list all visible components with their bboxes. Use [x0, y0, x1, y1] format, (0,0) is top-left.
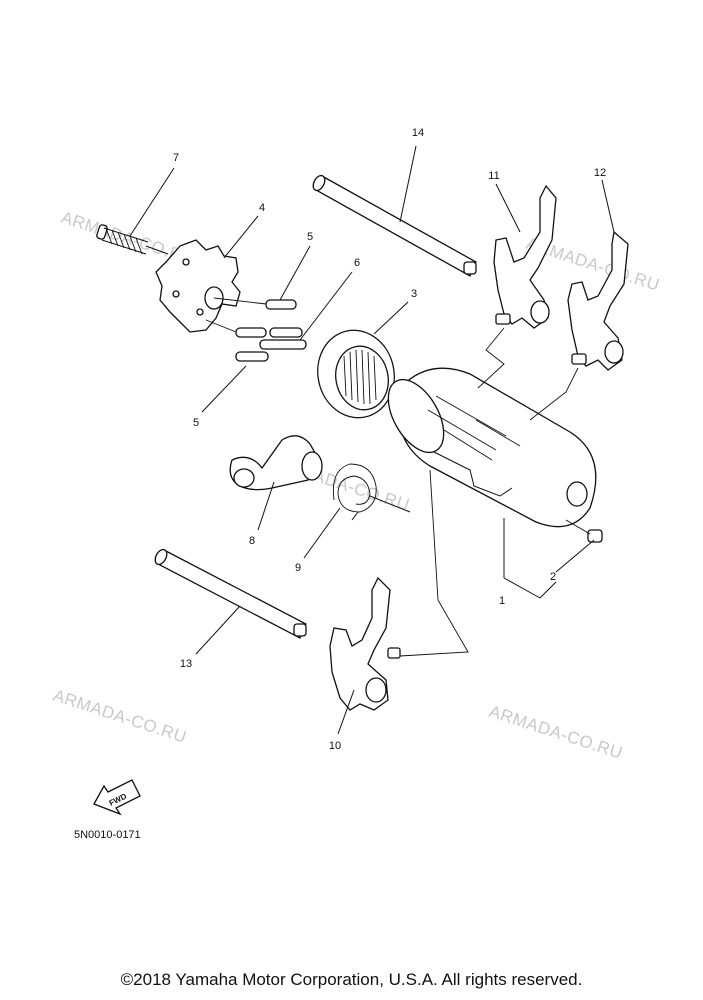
part-2-pin — [565, 519, 603, 543]
callout-4: 4 — [259, 202, 265, 214]
callout-5-upper: 5 — [307, 231, 313, 243]
callout-11: 11 — [488, 170, 499, 182]
part-12-shift-fork — [567, 230, 629, 371]
callout-3: 3 — [411, 288, 417, 300]
part-8-shift-lever — [229, 435, 323, 491]
callout-labels: 1 2 3 4 5 5 6 7 8 9 10 11 12 13 14 — [173, 127, 606, 752]
part-13-shift-fork-shaft — [154, 548, 307, 639]
callout-8: 8 — [249, 535, 255, 547]
leader-lines — [129, 145, 615, 735]
part-11-shift-fork — [493, 184, 557, 329]
callout-7: 7 — [173, 152, 179, 164]
callout-2: 2 — [550, 571, 556, 583]
part-6-pin — [259, 339, 307, 350]
callout-10: 10 — [329, 740, 341, 752]
callout-1: 1 — [499, 595, 505, 607]
copyright-notice: ©2018 Yamaha Motor Corporation, U.S.A. A… — [120, 970, 583, 989]
callout-13: 13 — [180, 658, 192, 670]
part-7-stopper-bolt — [96, 224, 169, 255]
part-5-pins-lower — [205, 319, 269, 362]
part-14-shift-fork-shaft — [312, 174, 477, 277]
callout-12: 12 — [594, 167, 606, 179]
part-10-shift-fork — [329, 576, 401, 711]
part-9-spring — [332, 463, 411, 521]
watermark-4: ARMADA-CO.RU — [51, 686, 189, 747]
part-4-segment — [155, 239, 241, 333]
part-3-bearing — [317, 329, 395, 419]
callout-5-lower: 5 — [193, 417, 199, 429]
guide-lines — [399, 327, 579, 657]
part-1-shift-drum — [387, 367, 597, 528]
fwd-arrow-icon: FWD — [93, 779, 141, 816]
callout-6: 6 — [354, 257, 360, 269]
part-5-pins-upper — [213, 297, 303, 338]
callout-14: 14 — [412, 127, 424, 139]
drawing-code: 5N0010-0171 — [74, 829, 141, 841]
callout-9: 9 — [295, 562, 301, 574]
watermark-5: ARMADA-CO.RU — [487, 702, 625, 763]
